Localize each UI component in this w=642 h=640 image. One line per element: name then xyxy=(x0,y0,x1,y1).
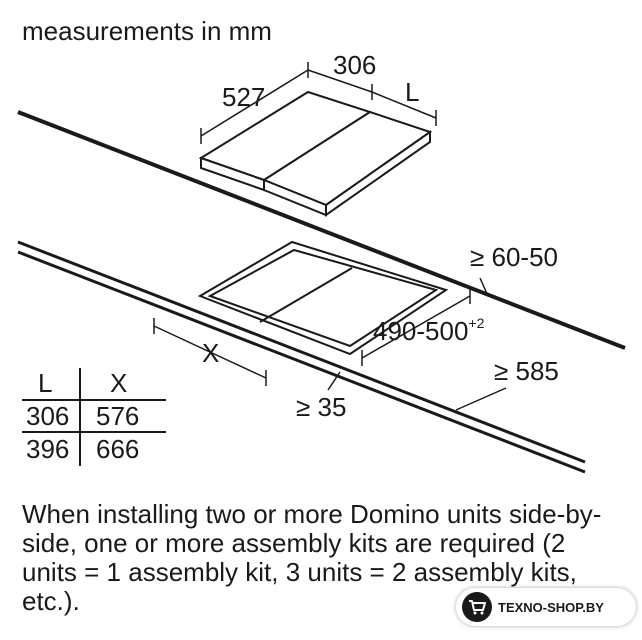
measurements-title: measurements in mm xyxy=(22,16,272,46)
site-badge[interactable]: TEXNO-SHOP.BY xyxy=(456,588,636,626)
worktop-depth-label: ≥ 585 xyxy=(494,356,559,386)
cutout-tolerance: +2 xyxy=(468,315,484,331)
cutout-width-symbol: X xyxy=(202,338,219,368)
back-clearance-label: ≥ 60-50 xyxy=(470,242,558,272)
dimension-lines xyxy=(153,62,507,411)
table-header: X xyxy=(110,368,127,398)
depth-label: 527 xyxy=(222,82,265,112)
table-cell: 306 xyxy=(26,401,69,431)
worktop-outline xyxy=(17,110,626,474)
worktop-cutout xyxy=(197,240,449,356)
cutout-depth-value: 490-500 xyxy=(373,316,468,346)
assembly-kit-note: When installing two or more Domino units… xyxy=(22,499,602,616)
shopping-cart-icon xyxy=(462,592,492,622)
cutout-depth-label: 490-500+2 xyxy=(373,315,485,346)
table-cell: 576 xyxy=(96,401,139,431)
unit-width-label: 306 xyxy=(333,50,376,80)
hob-units xyxy=(198,90,433,217)
table-header: L xyxy=(38,368,52,398)
table-cell: 666 xyxy=(96,434,139,464)
table-cell: 396 xyxy=(26,434,69,464)
dimension-table: L X 306 576 396 666 xyxy=(22,368,166,466)
front-clearance-label: ≥ 35 xyxy=(296,392,346,422)
length-symbol-label: L xyxy=(405,77,419,107)
site-badge-text: TEXNO-SHOP.BY xyxy=(498,599,604,615)
